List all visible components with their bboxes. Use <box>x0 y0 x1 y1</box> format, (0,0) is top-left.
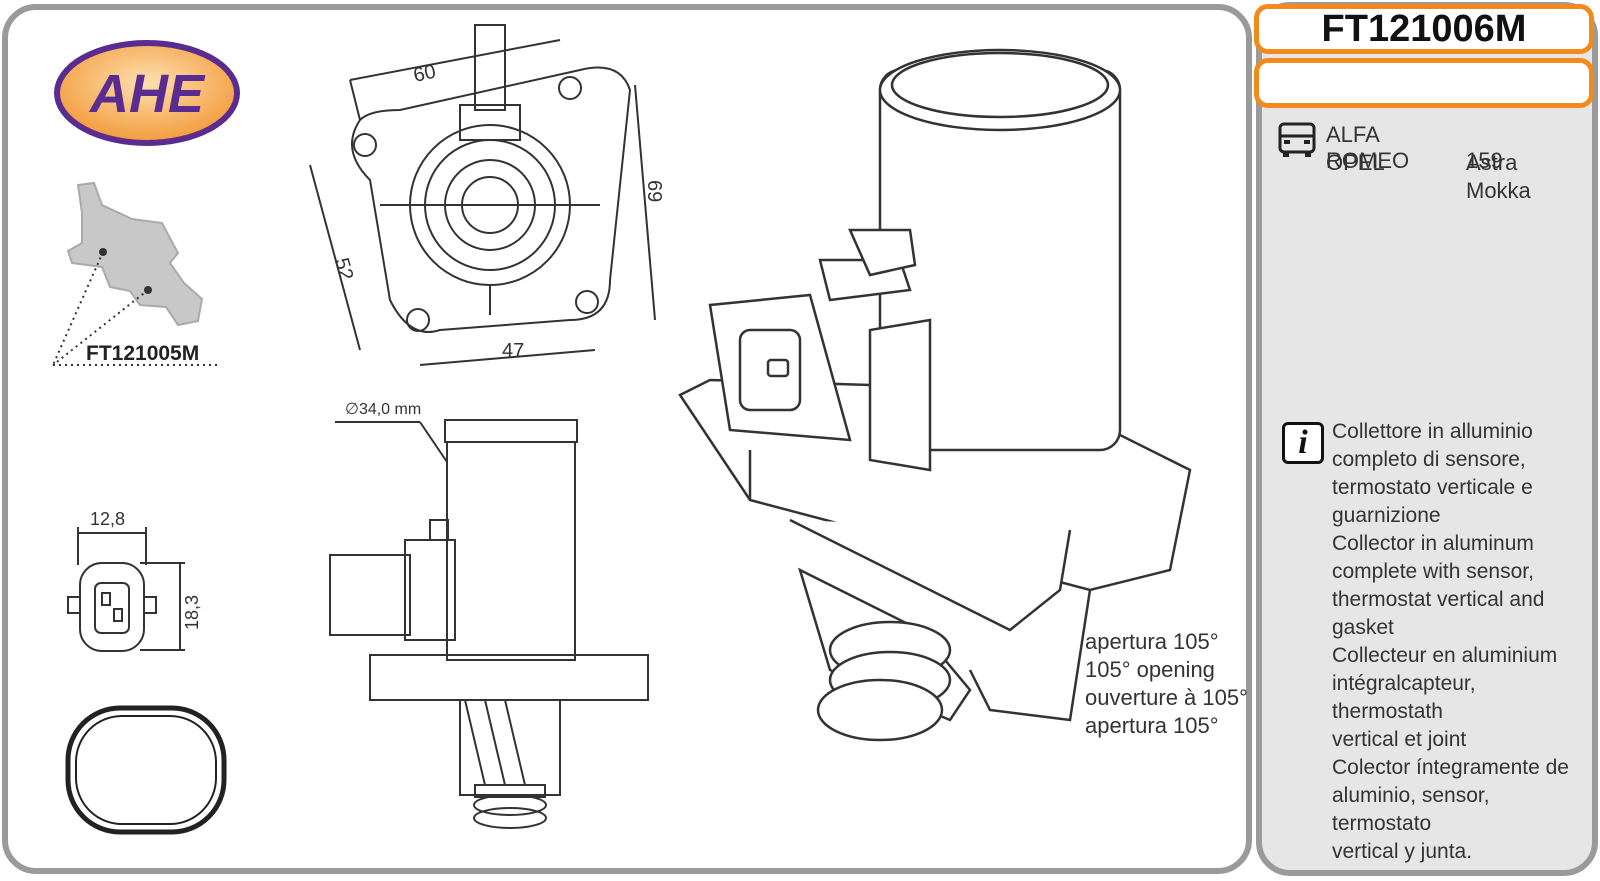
ahe-logo: AHE <box>54 40 240 146</box>
dim-18-3-label: 18,3 <box>182 595 202 630</box>
vehicle-row: OPEL Astra <box>1326 150 1517 176</box>
vehicle-make: OPEL <box>1326 150 1385 175</box>
subtitle-box <box>1254 58 1594 108</box>
side-view-drawing: ∅34,0 mm <box>329 401 649 829</box>
dim-69-label: 69 <box>643 180 665 202</box>
top-view-drawing: 60 69 52 47 <box>309 24 665 366</box>
vehicle-row: Mokka <box>1326 178 1531 204</box>
vehicle-model: Mokka <box>1466 178 1531 203</box>
dim-47-label: 47 <box>502 340 524 362</box>
gasket-drawing <box>65 705 227 835</box>
logo-text: AHE <box>88 64 206 124</box>
opening-text: apertura 105° 105° opening ouverture à 1… <box>1085 629 1248 738</box>
description-text: Collettore in alluminio completo di sens… <box>1332 420 1569 863</box>
connector-section-drawing: 12,8 18,3 <box>67 509 202 652</box>
dim-52-label: 52 <box>330 256 357 283</box>
vehicle-row: ALFA ROMEO 159 <box>1326 122 1503 174</box>
main-view-drawing <box>678 48 1192 742</box>
vehicle-model: 159 <box>1466 148 1503 173</box>
car-front-icon <box>1278 122 1316 157</box>
dim-60-label: 60 <box>411 61 437 87</box>
diameter-label: ∅34,0 mm <box>345 401 421 418</box>
vehicle-model: Astra <box>1466 150 1518 175</box>
info-icon: i <box>1282 422 1324 464</box>
vehicle-make: ALFA ROMEO <box>1326 122 1410 173</box>
part-code: FT121006M <box>1254 4 1594 54</box>
dim-12-8-label: 12,8 <box>90 509 125 529</box>
related-part-label: FT121005M <box>86 342 200 365</box>
related-part-sketch <box>52 181 218 366</box>
